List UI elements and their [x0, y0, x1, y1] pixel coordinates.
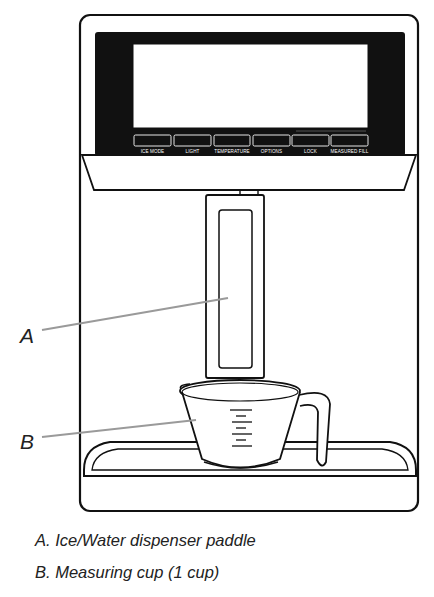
button-row — [134, 135, 368, 146]
paddle-inner — [219, 210, 252, 368]
callout-letter: A — [20, 325, 34, 346]
housing-outline — [80, 15, 418, 511]
measuring-cup — [180, 380, 330, 468]
display-screen — [133, 44, 368, 128]
button-label: TEMPERATURE — [214, 150, 249, 155]
panel-lip — [82, 155, 416, 190]
button-label: OPTIONS — [261, 150, 282, 155]
hold-mark — [296, 131, 366, 132]
leader-line — [42, 420, 196, 437]
leader-line — [42, 298, 228, 330]
legend-entry: B. Measuring cup (1 cup) — [35, 564, 219, 581]
button-label: LOCK — [304, 150, 317, 155]
button-label: MEASURED FILL — [331, 150, 369, 155]
legend-entry: A. Ice/Water dispenser paddle — [35, 532, 256, 549]
control-panel — [95, 32, 405, 156]
dispenser-paddle — [206, 195, 264, 378]
callout-letter: B — [20, 431, 34, 452]
button-label: ICE MODE — [141, 150, 165, 155]
button-label: LIGHT — [185, 150, 199, 155]
